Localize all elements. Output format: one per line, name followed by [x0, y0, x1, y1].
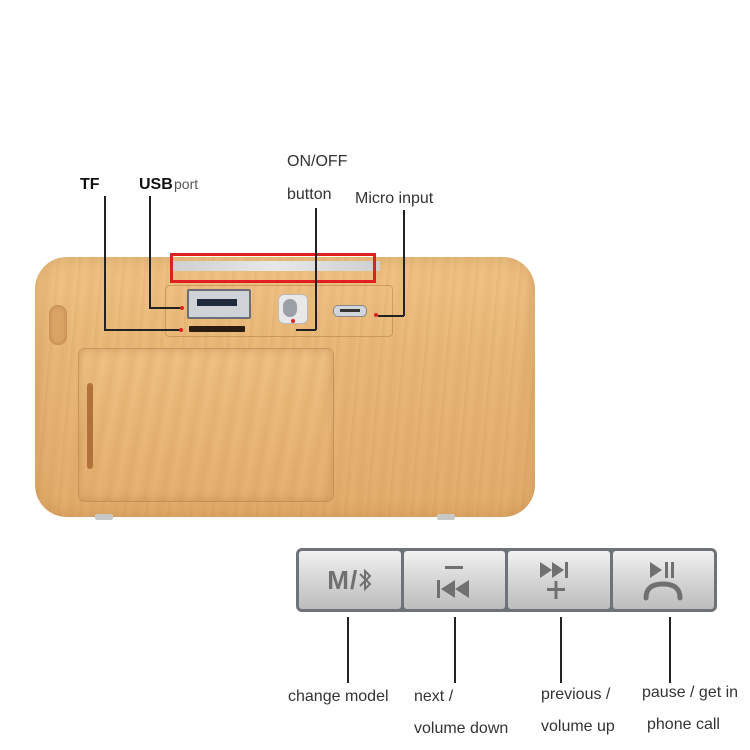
bluetooth-icon [358, 568, 372, 592]
onoff-callout-dot [291, 319, 295, 323]
top-button-strip [170, 261, 380, 271]
play-callout-line [669, 617, 671, 683]
usb-port[interactable] [187, 289, 251, 319]
onoff-callout-line-h [296, 329, 316, 331]
speaker-body [35, 257, 535, 517]
button-label: button [287, 186, 332, 203]
next-callout-line [560, 617, 562, 683]
next-button[interactable] [508, 551, 610, 609]
skip-forward-icon [534, 558, 584, 602]
micro-callout-dot [374, 313, 378, 317]
micro-usb-port[interactable] [333, 305, 367, 317]
tf-callout-line-h [104, 329, 180, 331]
prev-callout-line [454, 617, 456, 683]
onoff-callout-line-v [315, 208, 317, 330]
pause-label: pause / get in [642, 684, 739, 701]
button-highlight-box [170, 253, 376, 283]
micro-callout-line-h [378, 315, 404, 317]
play-pause-icon [638, 558, 688, 602]
port-panel [165, 285, 393, 337]
phone-call-label: phone call [647, 716, 720, 733]
port-label: port [174, 176, 199, 192]
volume-up-label: volume up [541, 718, 615, 735]
mode-button[interactable]: M/ [299, 551, 401, 609]
tf-card-slot[interactable] [189, 326, 245, 332]
next-label: next / [414, 688, 454, 705]
tf-callout-line-v [104, 196, 106, 330]
micro-input-label: Micro input [355, 190, 434, 207]
left-foot [95, 514, 113, 520]
previous-label: previous / [541, 686, 611, 703]
back-cover [79, 349, 333, 501]
micro-callout-line-v [403, 210, 405, 316]
side-knob [49, 305, 67, 345]
usb-label: USB [139, 176, 173, 193]
previous-button[interactable] [403, 551, 505, 609]
tf-label: TF [80, 176, 100, 193]
button-strip: M/ [296, 548, 717, 612]
usb-callout-line-h [149, 307, 181, 309]
change-model-label: change model [288, 688, 389, 705]
play-pause-button[interactable] [612, 551, 714, 609]
power-switch[interactable] [278, 294, 308, 324]
usb-callout-dot [180, 306, 184, 310]
mode-label: M/ [327, 564, 359, 595]
vent-slot [87, 383, 93, 469]
volume-down-label: volume down [414, 720, 509, 737]
skip-back-icon [429, 558, 479, 602]
usb-callout-line-v [149, 196, 151, 308]
mode-callout-line [347, 617, 349, 683]
right-foot [437, 514, 455, 520]
onoff-label: ON/OFF [287, 153, 348, 170]
tf-callout-dot [179, 328, 183, 332]
